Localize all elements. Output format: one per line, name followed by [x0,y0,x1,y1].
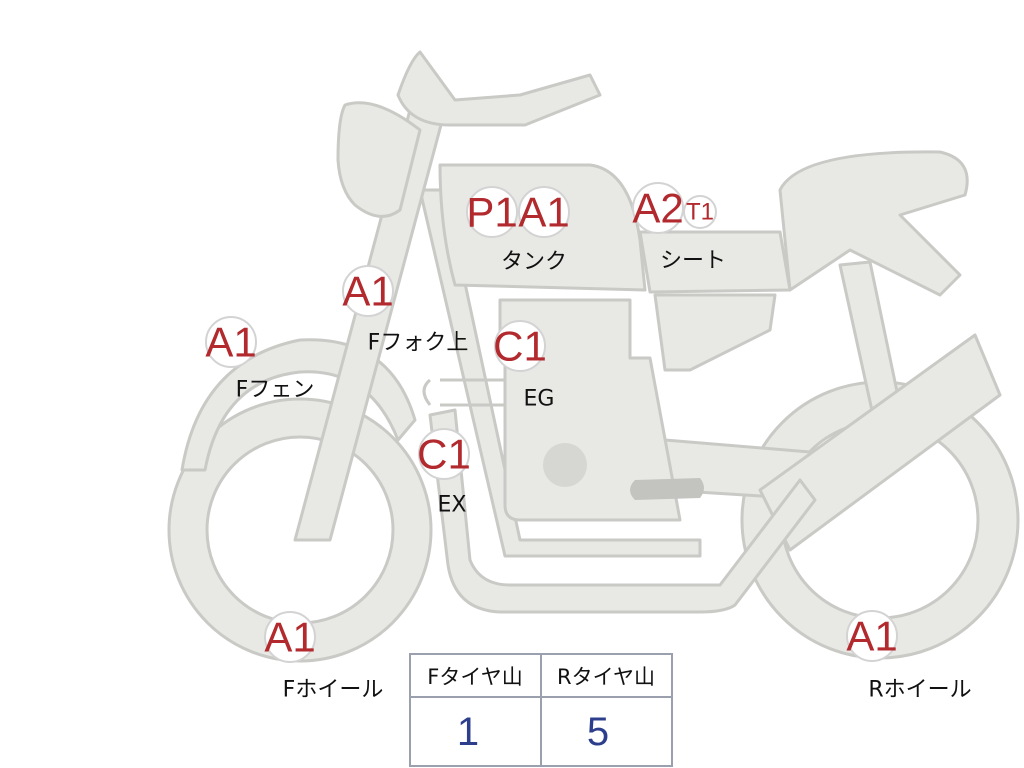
part-label: Rホイール [868,678,971,703]
part-label: タンク [501,250,567,275]
grade-text: A1 [846,613,897,660]
grade-text: A2 [632,185,683,232]
lower-frame [428,408,817,614]
grade-badge [466,186,518,238]
grade-text: P1 [466,189,517,236]
grade-text-small: T1 [686,199,714,226]
rear-tire-header: Rタイヤ山 [557,665,655,689]
foot-peg [630,478,704,500]
part-label: EG [524,387,555,412]
rear-tire-value: 5 [587,710,609,754]
part-label: EX [438,493,467,518]
grade-text: A1 [342,268,393,315]
part-front-fork-upper: A1 Fフォク上 [342,265,469,356]
grade-badge [205,316,257,368]
part-engine: C1 EG [493,320,555,412]
part-tank: P1 A1 タンク [466,186,570,275]
part-label: Fフェン [236,378,315,403]
part-exhaust: C1 EX [417,428,471,518]
tail-cowl [778,150,969,297]
grade-text: A1 [205,319,256,366]
grade-badge [264,611,316,663]
grade-badge-small [683,195,717,229]
grade-badge [494,320,546,372]
part-rear-wheel: A1 Rホイール [846,610,972,703]
grade-badge [518,186,570,238]
part-label: Fホイール [283,678,384,703]
front-tire-header: Fタイヤ山 [427,665,522,689]
motorcycle-silhouette [167,50,1020,663]
grade-badge [846,610,898,662]
grade-badge [632,182,684,234]
part-seat: A2 T1 シート [632,182,726,274]
grade-text: C1 [493,323,547,370]
front-tire-value: 1 [457,710,479,754]
part-label: シート [660,249,726,274]
side-cover [653,293,777,372]
handlebar [396,50,602,127]
part-label: Fフォク上 [368,331,469,356]
grade-badge [342,265,394,317]
grade-text: A1 [264,614,315,661]
exhaust-pipe [422,378,505,407]
grade-badge [418,428,470,480]
grade-text: C1 [417,431,471,478]
tire-tread-table: Fタイヤ山 Rタイヤ山 1 5 [409,653,673,767]
grade-text: A1 [518,189,569,236]
engine-cover [543,443,587,487]
part-front-wheel: A1 Fホイール [264,611,384,703]
headlight [336,101,422,218]
part-front-fender: A1 Fフェン [205,316,315,403]
